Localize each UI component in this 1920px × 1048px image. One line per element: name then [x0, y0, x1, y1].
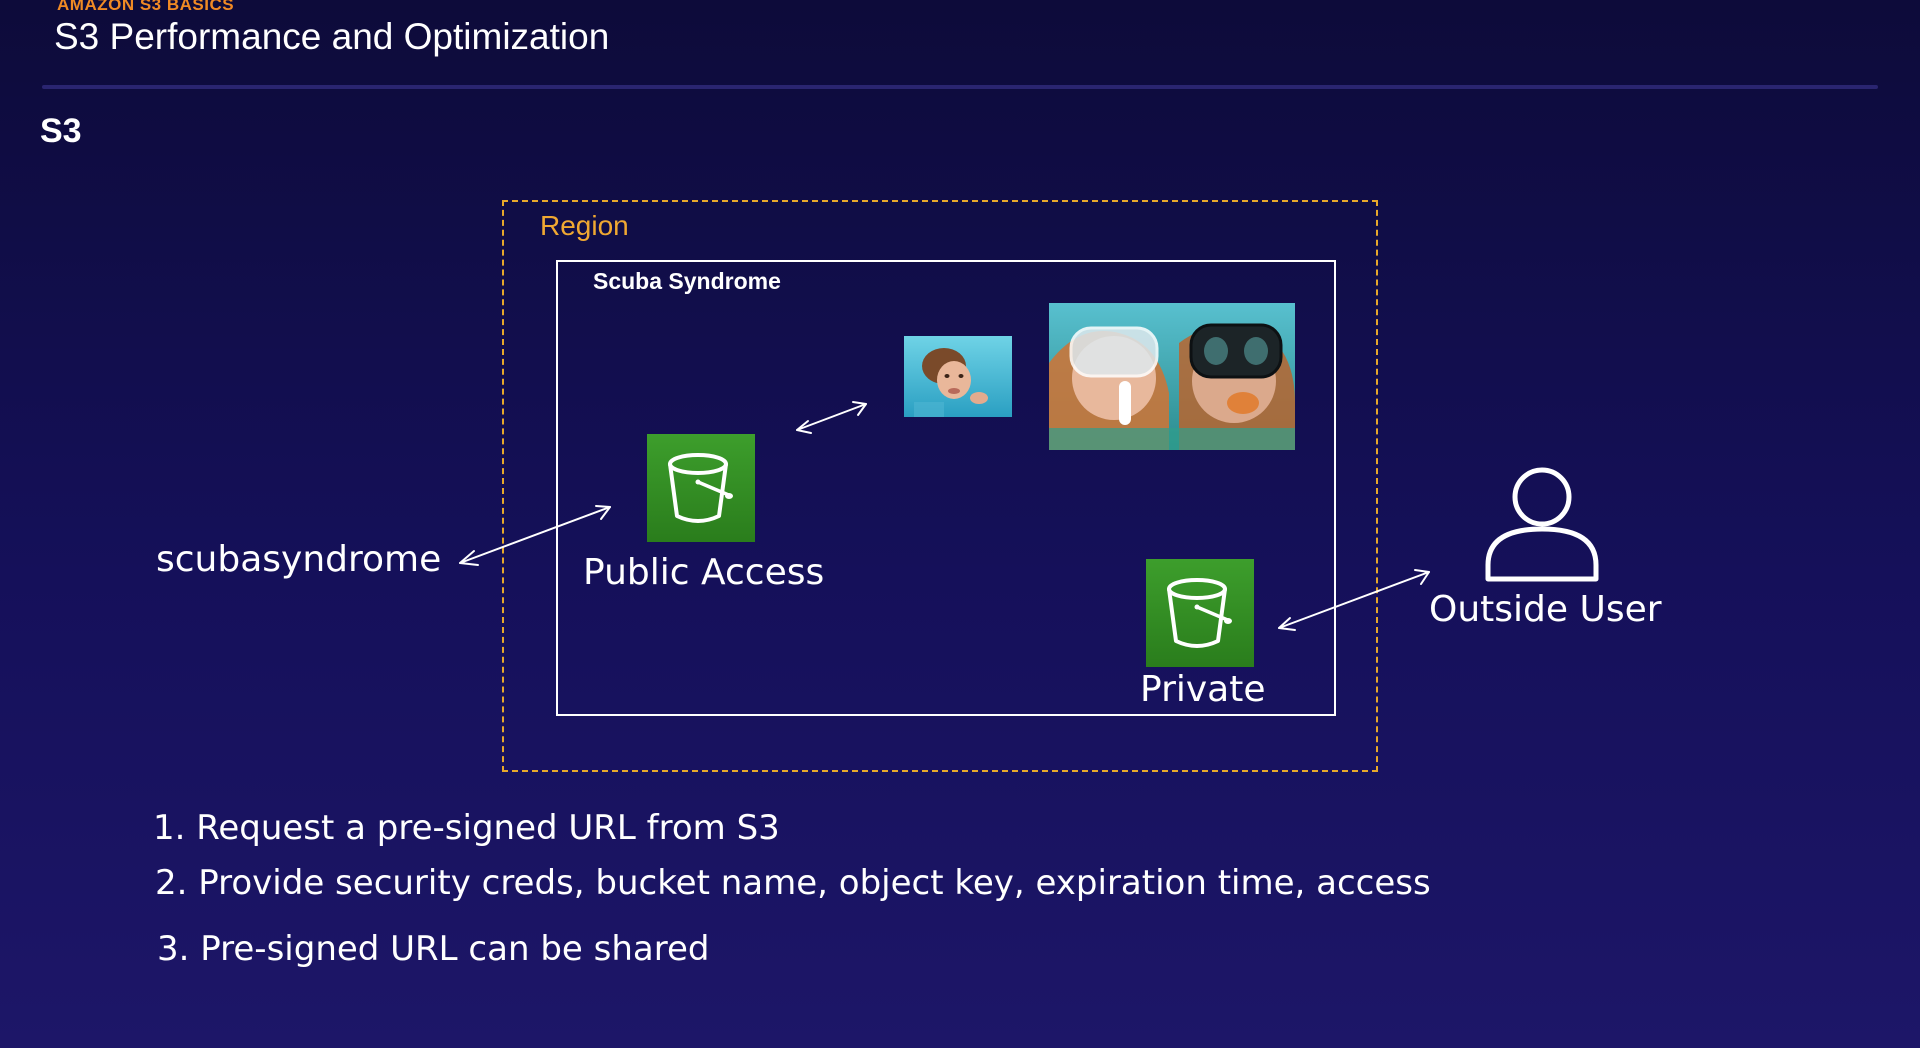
- account-boundary: [556, 260, 1336, 716]
- public-bucket-icon: [647, 434, 755, 542]
- public-bucket-label: Public Access: [583, 552, 825, 593]
- divers-photo-image: [1049, 303, 1295, 450]
- outside-user-label: Outside User: [1429, 589, 1662, 630]
- private-bucket-label: Private: [1140, 669, 1266, 710]
- external-account-label: scubasyndrome: [156, 539, 442, 580]
- step-item-2: 2. Provide security creds, bucket name, …: [155, 863, 1431, 903]
- private-bucket-icon: [1146, 559, 1254, 667]
- child-photo-image: [904, 336, 1012, 417]
- slide-title: S3 Performance and Optimization: [54, 16, 610, 57]
- region-label: Region: [540, 210, 629, 241]
- step-item-1: 1. Request a pre-signed URL from S3: [153, 808, 780, 848]
- arrow-public-to-objects: [796, 401, 867, 434]
- step-item-3: 3. Pre-signed URL can be shared: [157, 929, 710, 969]
- arrow-external-to-public: [459, 505, 611, 566]
- region-boundary: [502, 200, 1378, 772]
- section-title: S3: [40, 112, 82, 150]
- arrow-private-to-user: [1278, 569, 1430, 631]
- title-divider: [42, 85, 1878, 89]
- account-label: Scuba Syndrome: [593, 268, 781, 294]
- slide-eyebrow: AMAZON S3 BASICS: [57, 0, 235, 14]
- outside-user-icon: [1483, 467, 1601, 587]
